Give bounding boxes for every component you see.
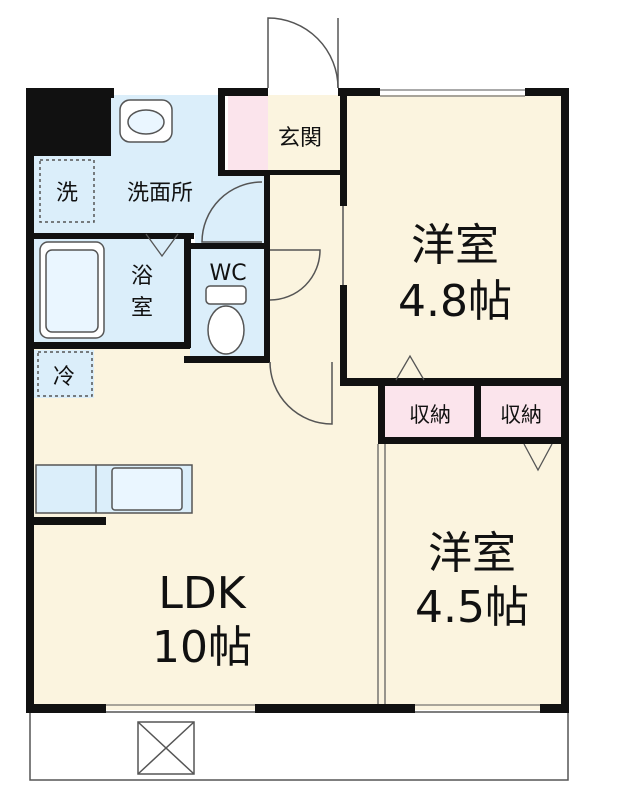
washer-box [39, 159, 95, 223]
wall-bath-top [34, 233, 194, 239]
bath-door-marker [145, 233, 179, 258]
walls [26, 88, 569, 713]
closet-2-label: 収納 [500, 403, 542, 427]
wall-corner-block [26, 88, 111, 156]
room1-closet-marker [395, 354, 425, 381]
wall-bath-bottom [34, 342, 190, 349]
entrance-door-swing [267, 17, 339, 89]
western-2-name: 洋室 [428, 528, 516, 579]
ldk-floor [34, 345, 384, 710]
wall-wc-top [190, 243, 270, 249]
closet-1-label: 収納 [409, 403, 451, 427]
bathroom-label-1: 浴 [131, 264, 153, 289]
wall-bottom-a [26, 704, 106, 713]
washer-label: 洗 [56, 181, 78, 206]
washroom-label: 洗面所 [127, 181, 193, 206]
labels: 洋室 4.8帖 洋室 4.5帖 LDK 10帖 玄関 洗面所 浴 室 WC 収納… [53, 126, 542, 673]
wall-right [561, 88, 569, 713]
closet-2-floor [480, 385, 564, 440]
western-1-size: 4.8帖 [398, 276, 512, 327]
wall-washroom-step [218, 170, 270, 176]
washroom-floor-ext [195, 175, 268, 245]
fridge-label: 冷 [53, 365, 75, 390]
wall-bottom-c [540, 704, 569, 713]
western-room-1-floor [345, 95, 565, 380]
entrance-label: 玄関 [278, 126, 322, 151]
doors [201, 17, 344, 425]
ldk-door-swing [269, 361, 333, 425]
washroom-door-swing [201, 181, 263, 243]
wall-top-right-b [525, 88, 567, 96]
toilet-bowl [207, 305, 245, 355]
fixtures [35, 99, 247, 514]
wall-bottom-b [255, 704, 415, 713]
western-1-name: 洋室 [411, 220, 499, 271]
western-room-2-floor [384, 440, 564, 710]
wall-closet-divider [474, 385, 481, 440]
wash-basin-bowl [127, 109, 165, 135]
balcony-outline [29, 711, 569, 781]
wall-hall-left [264, 170, 270, 360]
toilet-tank [205, 285, 247, 305]
ldk-name: LDK [158, 568, 246, 619]
balcony [29, 711, 569, 781]
wall-entrance-lower [264, 170, 346, 175]
closet-1-floor [384, 385, 474, 440]
room2-closet-marker [523, 443, 553, 472]
wall-room1-bottom [340, 378, 568, 386]
ldk-size: 10帖 [152, 622, 252, 673]
wall-closet-bottom [378, 437, 568, 444]
entrance-floor [228, 95, 268, 170]
wall-bath-right [184, 233, 191, 348]
balcony-hatch-box [137, 721, 195, 775]
wc-door-swing [269, 249, 321, 301]
wall-wc-bottom [184, 356, 270, 363]
room2-sliding-door [377, 444, 386, 704]
windows [105, 89, 540, 713]
kitchen-sink [111, 467, 183, 511]
wall-room1-left-a [340, 88, 347, 206]
wall-washroom-right [218, 96, 225, 176]
fridge-floor [34, 350, 94, 398]
closet-markers [145, 233, 553, 472]
wall-closet-left [378, 378, 385, 444]
wall-room1-left-b [340, 285, 347, 385]
wall-top-right-a [338, 88, 380, 96]
bathtub-inner [45, 249, 99, 333]
hallway-floor [268, 95, 346, 345]
fridge-box [37, 351, 93, 397]
bathroom-label-2: 室 [131, 296, 153, 321]
wall-top-mid [218, 88, 268, 96]
toilet-label: WC [209, 261, 246, 286]
wall-left [26, 88, 34, 713]
balcony-hatch-diag-2 [137, 721, 195, 775]
wall-kitchen-bottom [34, 517, 106, 525]
western-2-size: 4.5帖 [415, 582, 529, 633]
